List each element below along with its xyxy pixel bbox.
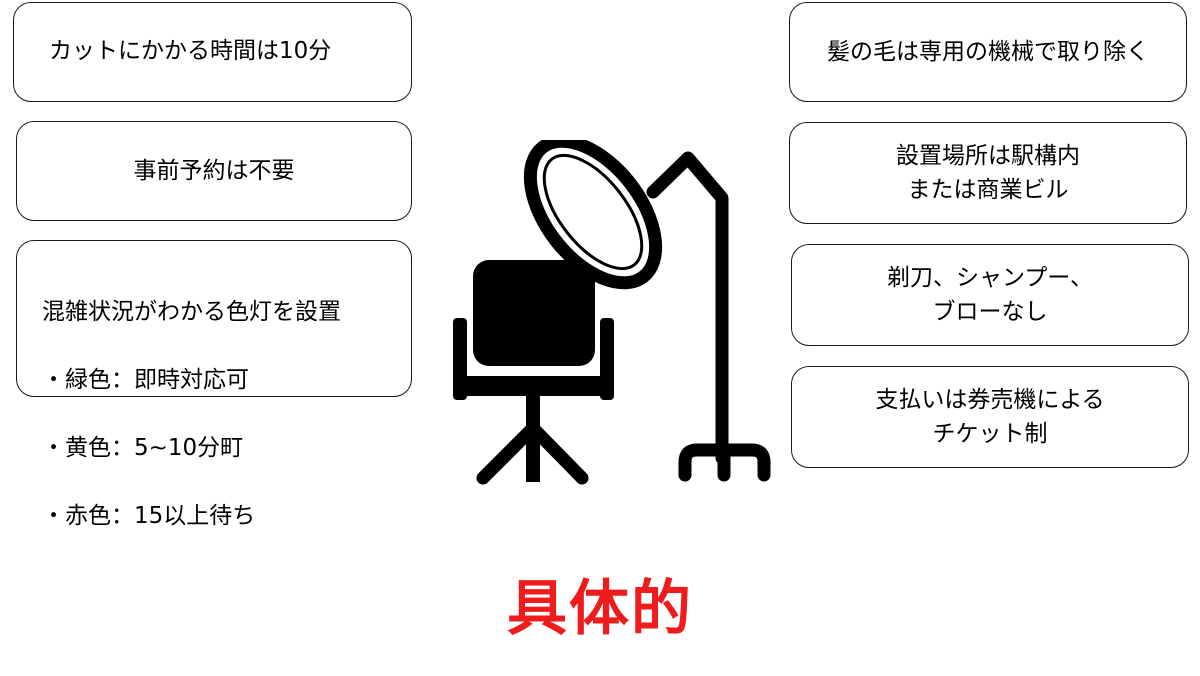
ring-lamp-icon: [523, 140, 771, 482]
feature-text-no-services: 剃刀、シャンプー、 ブローなし: [886, 265, 1094, 325]
feature-text-location: 設置場所は駅構内 または商業ビル: [896, 143, 1080, 203]
congestion-light-title: 混雑状況がわかる色灯を設置: [42, 299, 341, 325]
feature-box-location: 設置場所は駅構内 または商業ビル: [789, 122, 1187, 224]
congestion-light-list: 混雑状況がわかる色灯を設置 ・緑色：即時対応可 ・黄色：5~10分町 ・赤色：1…: [42, 261, 341, 567]
feature-box-payment: 支払いは券売機による チケット制: [791, 366, 1189, 468]
barber-illustration: [453, 140, 771, 485]
feature-text-cut-time: カットにかかる時間は10分: [49, 38, 332, 64]
caption-concrete: 具体的: [507, 574, 693, 644]
feature-text-reservation: 事前予約は不要: [133, 158, 295, 184]
congestion-light-green: ・緑色：即時対応可: [42, 367, 249, 393]
feature-box-no-services: 剃刀、シャンプー、 ブローなし: [791, 244, 1189, 346]
feature-box-reservation: 事前予約は不要: [16, 121, 412, 221]
feature-text-hair-removal: 髪の毛は専用の機械で取り除く: [827, 39, 1149, 65]
feature-text-payment: 支払いは券売機による チケット制: [875, 387, 1105, 447]
congestion-light-red: ・赤色：15以上待ち: [42, 503, 256, 529]
feature-box-congestion-light: 混雑状況がわかる色灯を設置 ・緑色：即時対応可 ・黄色：5~10分町 ・赤色：1…: [16, 240, 412, 529]
feature-box-hair-removal: 髪の毛は専用の機械で取り除く: [789, 2, 1187, 102]
barber-chair-icon: [453, 260, 614, 485]
congestion-light-yellow: ・黄色：5~10分町: [42, 435, 244, 461]
feature-box-cut-time: カットにかかる時間は10分: [13, 2, 412, 102]
